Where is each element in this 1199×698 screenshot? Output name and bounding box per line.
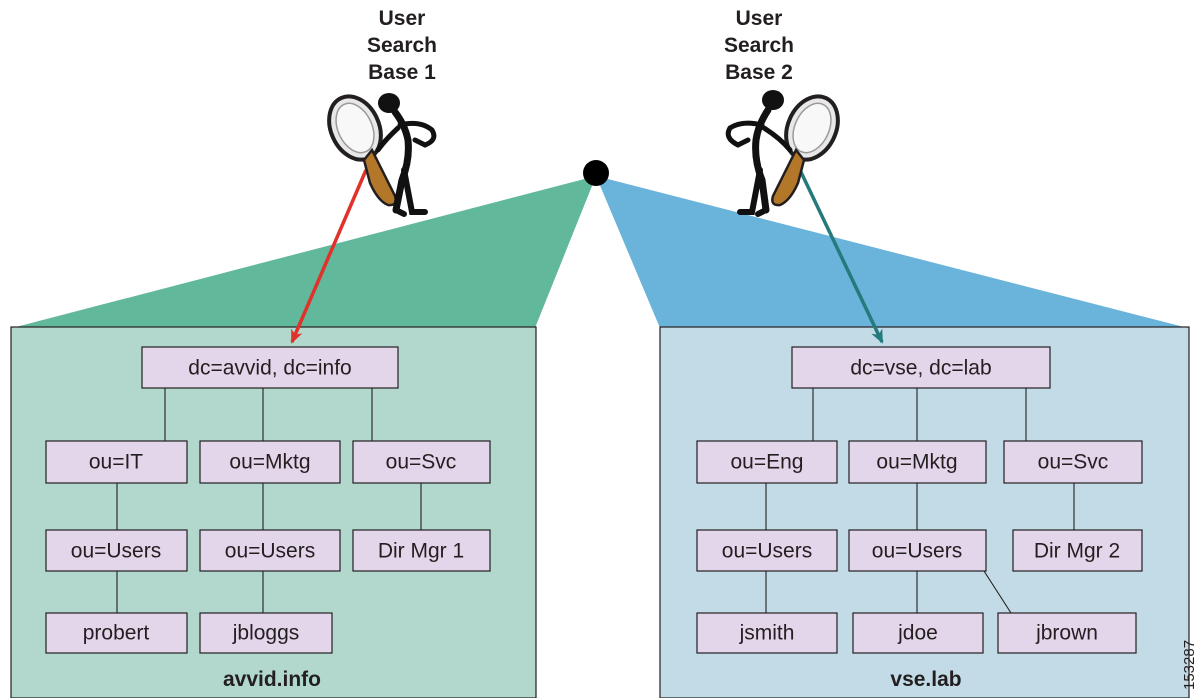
search-base-2-title: User Search Base 2 bbox=[724, 7, 794, 84]
right-dir-mgr-node: Dir Mgr 2 bbox=[1012, 529, 1143, 572]
searcher-figure-1-icon bbox=[327, 93, 437, 217]
left-ou-users-node-2: ou=Users bbox=[199, 529, 341, 572]
svg-text:dc=vse, dc=lab: dc=vse, dc=lab bbox=[850, 357, 991, 380]
right-ou-eng-node: ou=Eng bbox=[696, 440, 838, 484]
svg-text:ou=IT: ou=IT bbox=[89, 451, 143, 474]
right-ou-svc-node: ou=Svc bbox=[1003, 440, 1143, 484]
left-ou-it-node: ou=IT bbox=[45, 440, 188, 484]
left-tree-edges bbox=[116, 388, 422, 613]
right-leaf-jbrown: jbrown bbox=[997, 612, 1137, 654]
svg-text:probert: probert bbox=[83, 622, 150, 645]
left-dir-mgr-node: Dir Mgr 1 bbox=[352, 529, 491, 572]
right-leaf-jdoe: jdoe bbox=[852, 612, 984, 654]
left-root-node: dc=avvid, dc=info bbox=[141, 346, 399, 389]
svg-text:ou=Users: ou=Users bbox=[722, 540, 812, 563]
svg-text:ou=Mktg: ou=Mktg bbox=[876, 451, 957, 474]
svg-text:Base 2: Base 2 bbox=[725, 61, 793, 84]
right-tree-edges bbox=[765, 388, 1075, 614]
svg-text:ou=Svc: ou=Svc bbox=[386, 451, 457, 474]
svg-text:dc=avvid, dc=info: dc=avvid, dc=info bbox=[188, 357, 351, 380]
svg-text:Dir Mgr 1: Dir Mgr 1 bbox=[378, 540, 464, 563]
svg-text:ou=Eng: ou=Eng bbox=[731, 451, 804, 474]
left-leaf-jbloggs: jbloggs bbox=[199, 612, 333, 654]
search-base-1-arrow bbox=[290, 169, 368, 344]
svg-text:ou=Users: ou=Users bbox=[71, 540, 161, 563]
root-dot bbox=[583, 160, 609, 186]
figure-id: 153287 bbox=[1181, 640, 1198, 690]
svg-text:jbrown: jbrown bbox=[1035, 622, 1098, 645]
svg-text:User: User bbox=[379, 7, 426, 30]
left-fan bbox=[12, 176, 596, 328]
left-ou-svc-node: ou=Svc bbox=[352, 440, 491, 484]
right-fan bbox=[596, 176, 1188, 328]
left-domain-label: avvid.info bbox=[223, 668, 321, 691]
search-base-2-arrow bbox=[798, 169, 884, 344]
right-ou-users-node-2: ou=Users bbox=[848, 529, 987, 572]
search-base-1-title: User Search Base 1 bbox=[367, 7, 437, 84]
left-ou-mktg-node: ou=Mktg bbox=[199, 440, 341, 484]
right-ou-mktg-node: ou=Mktg bbox=[848, 440, 987, 484]
left-ou-users-node-1: ou=Users bbox=[45, 529, 188, 572]
svg-text:ou=Users: ou=Users bbox=[225, 540, 315, 563]
right-leaf-jsmith: jsmith bbox=[696, 612, 838, 654]
svg-text:Search: Search bbox=[367, 34, 437, 57]
svg-text:Dir Mgr 2: Dir Mgr 2 bbox=[1034, 540, 1120, 563]
left-leaf-probert: probert bbox=[45, 612, 188, 654]
svg-text:jbloggs: jbloggs bbox=[232, 622, 300, 645]
svg-text:User: User bbox=[736, 7, 783, 30]
svg-text:ou=Svc: ou=Svc bbox=[1038, 451, 1109, 474]
svg-text:jsmith: jsmith bbox=[739, 622, 795, 645]
svg-text:Base 1: Base 1 bbox=[368, 61, 436, 84]
svg-text:Search: Search bbox=[724, 34, 794, 57]
right-domain-label: vse.lab bbox=[890, 668, 961, 691]
searcher-figure-2-icon bbox=[725, 90, 840, 217]
right-ou-users-node-1: ou=Users bbox=[696, 529, 838, 572]
right-root-node: dc=vse, dc=lab bbox=[791, 346, 1051, 389]
svg-text:jdoe: jdoe bbox=[897, 622, 938, 645]
svg-text:ou=Users: ou=Users bbox=[872, 540, 962, 563]
svg-text:ou=Mktg: ou=Mktg bbox=[229, 451, 310, 474]
